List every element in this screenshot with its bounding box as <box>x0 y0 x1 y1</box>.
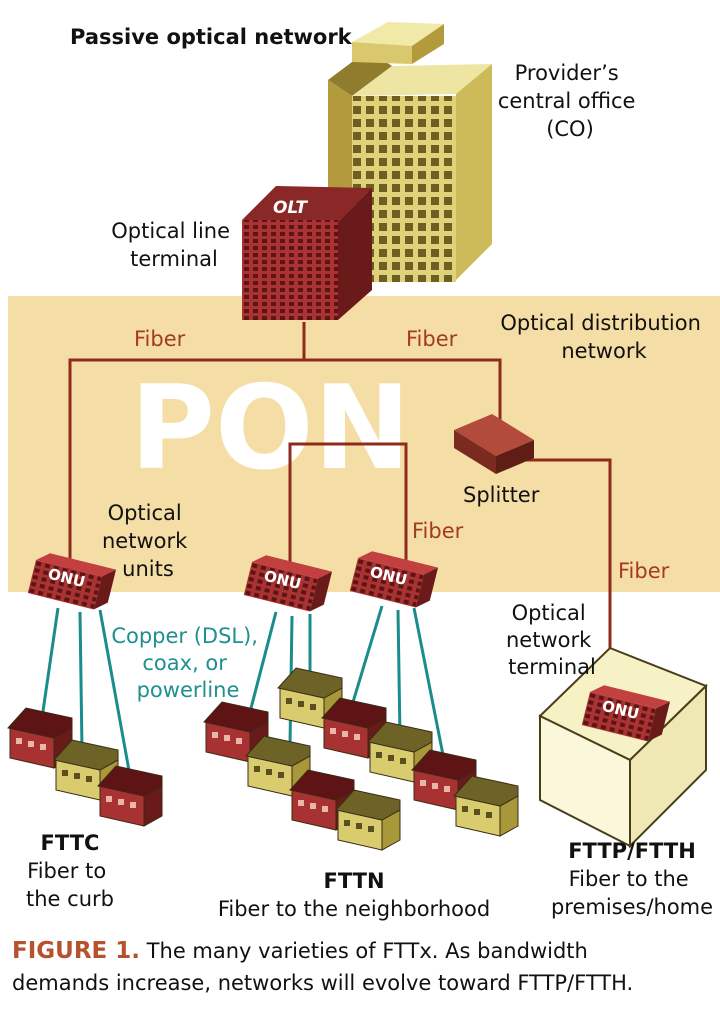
splitter-box <box>454 414 534 474</box>
houses <box>7 667 519 851</box>
fttn-desc: Fiber to the neighborhood <box>218 897 490 921</box>
olt-box: OLT <box>242 186 372 320</box>
fiber-label-3: Fiber <box>412 519 464 543</box>
house <box>453 775 519 837</box>
central-office-label: Provider’s central office (CO) <box>498 61 642 141</box>
figure-caption-line1: FIGURE 1. The many varieties of FTTx. As… <box>12 938 588 964</box>
splitter-label: Splitter <box>463 483 540 507</box>
fiber-label-2: Fiber <box>406 327 458 351</box>
house <box>277 667 343 729</box>
ont-label: Optical network terminal <box>506 601 598 679</box>
olt-label: Optical line terminal <box>111 219 236 271</box>
house <box>321 697 387 759</box>
fttc-desc: Fiber to the curb <box>26 859 114 911</box>
figure-caption-line2: demands increase, networks will evolve t… <box>12 971 633 995</box>
fiber-label-4: Fiber <box>618 559 670 583</box>
house <box>53 739 119 801</box>
onu-box-fttn-1: ONU <box>243 555 333 612</box>
house <box>97 765 163 827</box>
onu-box-fttc: ONU <box>27 553 117 610</box>
fiber-lines <box>68 322 612 700</box>
central-office-building <box>328 22 492 282</box>
pon-label: PON <box>130 361 411 496</box>
olt-box-label: OLT <box>273 198 308 218</box>
fttp-house <box>538 646 708 849</box>
diagram-title: Passive optical network <box>70 25 353 49</box>
fttn-abbr: FTTN <box>323 869 384 893</box>
fttc-abbr: FTTC <box>41 831 100 855</box>
fiber-label-1: Fiber <box>134 327 186 351</box>
fttp-abbr: FTTP/FTTH <box>568 839 696 863</box>
onu-box-fttn-2: ONU <box>349 551 439 608</box>
onus-label: Optical network units <box>102 501 194 581</box>
fttp-desc: Fiber to the premises/home <box>551 867 713 919</box>
house <box>335 789 401 851</box>
odn-label: Optical distribution network <box>500 311 707 363</box>
copper-label: Copper (DSL), coax, or powerline <box>111 624 264 702</box>
onu-box-fttp: ONU <box>581 685 671 742</box>
